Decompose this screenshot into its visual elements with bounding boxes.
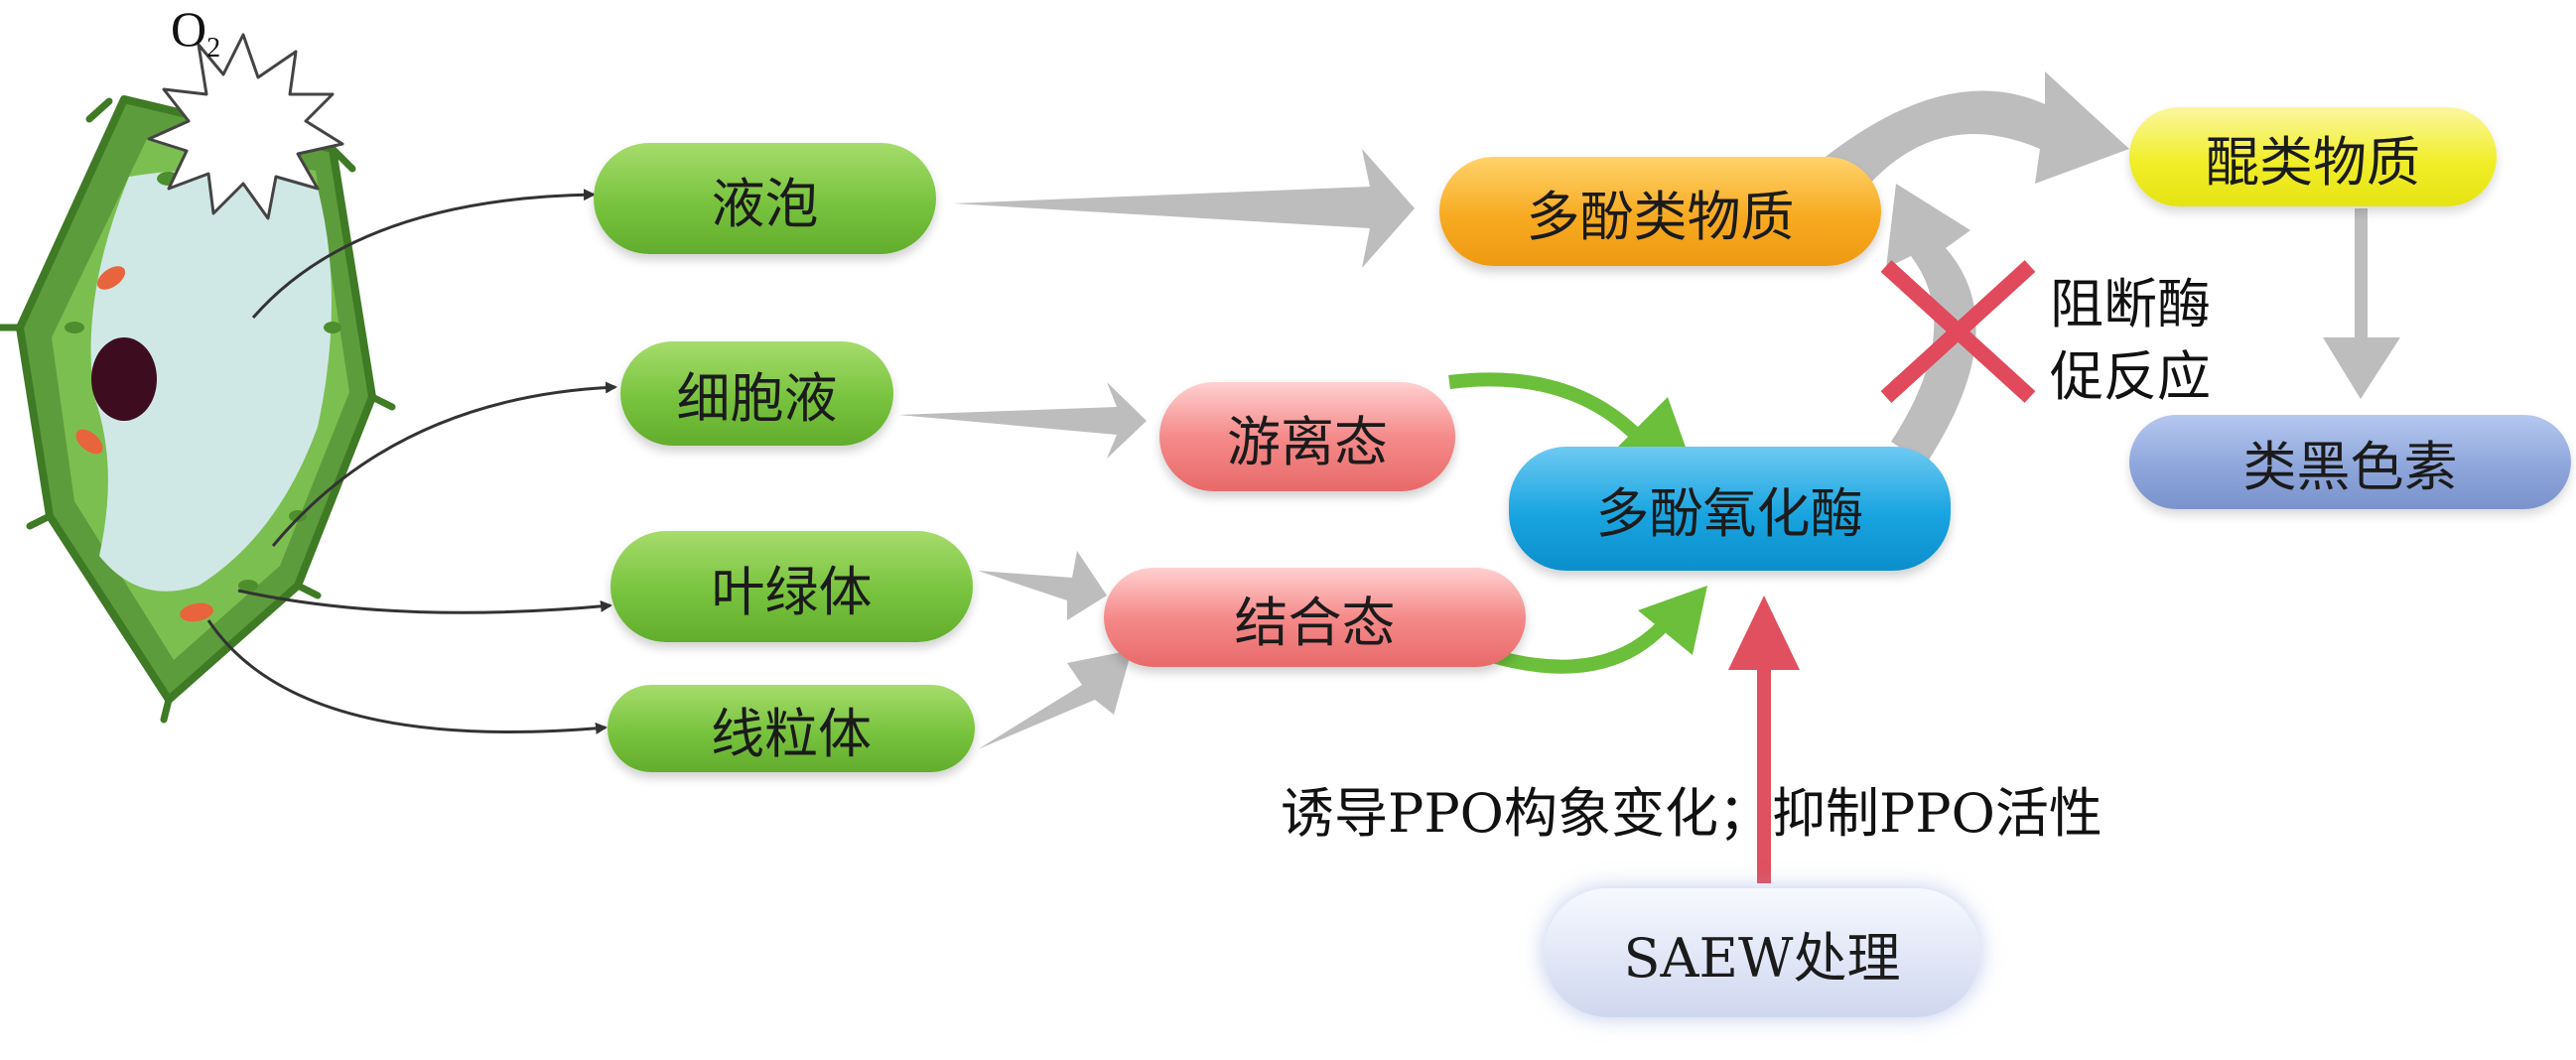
cell-connector-arrows: [206, 189, 617, 734]
block-label-line1: 阻断酶: [2050, 273, 2211, 335]
gray-arrows: [898, 71, 2400, 749]
arrow-quinones-to-melanin: [2323, 208, 2400, 399]
node-bound-state: 结合态: [1104, 568, 1526, 667]
ppo-effect-label: 诱导PPO构象变化；抑制PPO活性: [1281, 782, 2102, 845]
oxygen-label: O2: [171, 1, 221, 64]
arrow-mitochondria-to-bound: [978, 650, 1132, 749]
node-saew: SAEW处理: [1544, 888, 1980, 1017]
plant-cell-illustration: [0, 95, 396, 724]
oxygen-burst-shape: [147, 33, 344, 220]
node-quinones: 醌类物质: [2129, 107, 2497, 206]
arrow-chloroplast-to-bound: [978, 551, 1107, 620]
node-melanin: 类黑色素: [2129, 415, 2571, 509]
arrow-cellsap-to-free: [898, 382, 1147, 459]
node-mitochondria: 线粒体: [608, 685, 975, 772]
saew-arrow: [1728, 596, 1800, 883]
arrow-ppo-to-polyphenols: [1886, 184, 1976, 464]
node-ppo: 多酚氧化酶: [1509, 447, 1951, 571]
node-vacuole: 液泡: [594, 143, 936, 254]
node-polyphenols: 多酚类物质: [1439, 157, 1881, 266]
arrow-polyphenols-to-quinones: [1817, 71, 2129, 194]
nucleus-shape: [91, 337, 157, 421]
block-label-line2: 促反应: [2050, 345, 2211, 408]
node-cell-sap: 细胞液: [620, 341, 893, 446]
node-chloroplast: 叶绿体: [610, 531, 973, 642]
node-free-state: 游离态: [1159, 382, 1455, 491]
block-cross-icon: [1880, 260, 2036, 403]
vacuole-shape: [90, 170, 333, 592]
arrow-vacuole-to-polyphenols: [953, 149, 1415, 268]
